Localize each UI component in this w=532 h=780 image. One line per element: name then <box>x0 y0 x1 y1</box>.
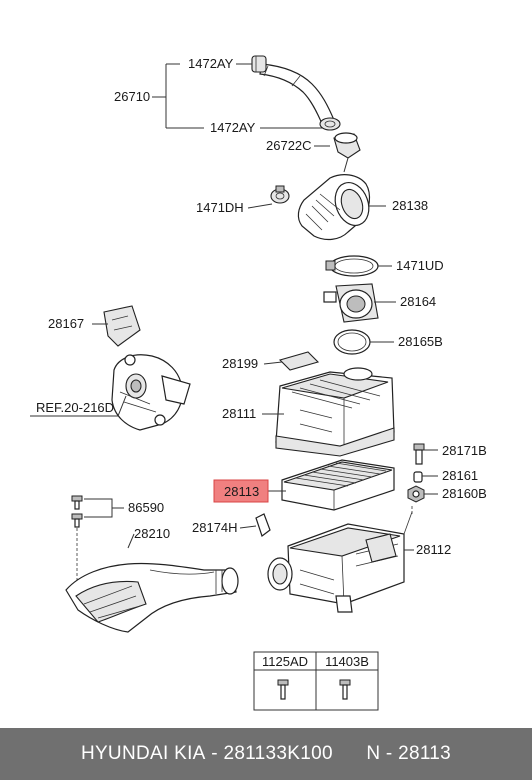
label-28210: 28210 <box>134 526 170 541</box>
table-col-1125ad: 1125AD <box>262 654 308 669</box>
breather-fitting-26722c <box>333 132 361 173</box>
intake-duct-28138 <box>297 174 371 241</box>
label-tag-28199 <box>278 351 320 371</box>
air-flow-sensor-28164 <box>323 283 379 323</box>
label-28171b: 28171B <box>442 443 487 458</box>
filter-element-28113 <box>281 459 395 511</box>
label-26722c: 26722C <box>266 138 312 153</box>
bolt-1125ad-icon <box>277 679 289 700</box>
bolt-11403b-icon <box>339 679 351 700</box>
label-28113: 28113 <box>224 484 259 499</box>
label-1472ay-bottom: 1472AY <box>210 120 256 135</box>
clamp-1472ay-top <box>251 55 267 73</box>
intake-duct-28210 <box>65 562 239 633</box>
parts-diagram: 1125AD 11403B 1472AY 26710 1472AY 26722C <box>30 55 487 711</box>
label-28160b: 28160B <box>442 486 487 501</box>
label-1472ay-top: 1472AY <box>188 56 234 71</box>
label-28167: 28167 <box>48 316 84 331</box>
fastener-table: 1125AD 11403B <box>253 651 379 711</box>
label-28174h: 28174H <box>192 520 238 535</box>
footer-brand: HYUNDAI KIA <box>80 743 206 764</box>
grommet-28161 <box>413 471 423 483</box>
filter-cover-28111 <box>275 367 395 457</box>
label-1471dh: 1471DH <box>196 200 244 215</box>
gasket-28165b <box>333 329 371 355</box>
label-26710: 26710 <box>114 89 150 104</box>
label-86590: 86590 <box>128 500 164 515</box>
footer-bar: HYUNDAI KIA - 281133K100 N - 28113 <box>0 728 532 780</box>
nut-28160b <box>407 485 425 503</box>
label-1471ud: 1471UD <box>396 258 444 273</box>
clamp-1471ud <box>325 255 379 277</box>
footer-sep-1: - <box>205 743 224 764</box>
label-28111: 28111 <box>222 406 256 421</box>
mount-assembly <box>111 354 191 431</box>
highlight-28113 <box>213 479 269 503</box>
footer-part-number: 281133K100 <box>223 743 333 764</box>
label-28138: 28138 <box>392 198 428 213</box>
clamp-1472ay-bottom <box>319 117 341 131</box>
label-28199: 28199 <box>222 356 258 371</box>
label-28112: 28112 <box>416 542 451 557</box>
part-labels: 1472AY 26710 1472AY 26722C 1471DH 28138 … <box>36 56 487 557</box>
clip-28174h <box>255 513 271 537</box>
bolt-28171b <box>413 443 425 465</box>
bracket-28167 <box>103 305 141 347</box>
table-col-11403b: 11403B <box>325 654 369 669</box>
label-28161: 28161 <box>442 468 478 483</box>
footer-gap <box>333 743 366 765</box>
label-28165b: 28165B <box>398 334 443 349</box>
intake-hose-26710 <box>259 63 335 127</box>
clamp-1471dh <box>270 185 290 204</box>
label-ref-20-216d: REF.20-216D <box>36 400 114 415</box>
bolts-86590 <box>71 495 83 586</box>
label-28164: 28164 <box>400 294 436 309</box>
filter-body-28112 <box>267 511 413 613</box>
footer-number: N - 28113 <box>366 743 452 764</box>
leader-lines <box>30 63 438 551</box>
